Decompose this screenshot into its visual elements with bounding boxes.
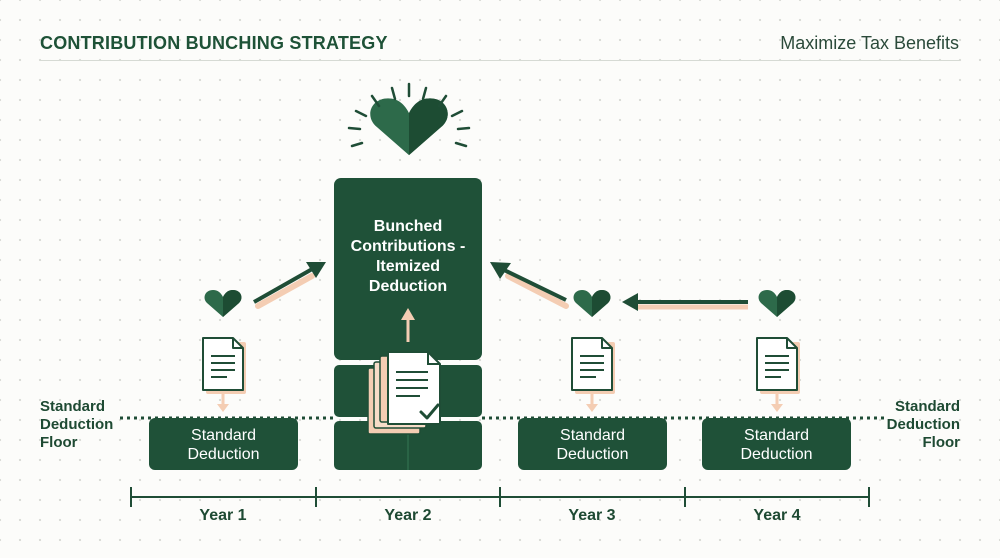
timeline — [130, 487, 870, 507]
year-label-2: Year 2 — [384, 507, 432, 524]
page-title: CONTRIBUTION BUNCHING STRATEGY — [40, 33, 388, 53]
radiant-heart-icon — [370, 98, 448, 156]
standard-deduction-label-year3: Standard Deduction — [556, 427, 629, 463]
header-divider — [40, 60, 960, 61]
standard-deduction-box-year4 — [702, 418, 851, 470]
down-arrow-year3 — [586, 394, 598, 412]
radiance-rays — [347, 82, 471, 148]
year-label-3: Year 3 — [568, 507, 616, 524]
standard-deduction-box-year3 — [518, 418, 667, 470]
standard-deduction-box-year1 — [149, 418, 298, 470]
bunched-contributions-label: Bunched Contributions - Itemized Deducti… — [350, 218, 466, 295]
floor-label-left: Standard Deduction Floor — [40, 398, 114, 451]
standard-deduction-label-year1: Standard Deduction — [187, 427, 260, 463]
bunched-contributions-box — [334, 178, 482, 360]
standard-deduction-label-year4: Standard Deduction — [740, 427, 813, 463]
year-label-1: Year 1 — [199, 507, 247, 524]
year-label-4: Year 4 — [753, 507, 801, 524]
checkmark-icon — [419, 403, 440, 420]
up-arrow-icon — [401, 308, 415, 342]
document-icon-year4 — [756, 337, 801, 395]
document-stack-icon — [367, 351, 441, 435]
heart-icon-year3 — [573, 290, 611, 317]
document-icon-year1 — [202, 337, 247, 395]
arrow-year4-to-year3 — [622, 293, 748, 311]
floor-label-right: Standard Deduction Floor — [886, 398, 960, 451]
heart-icon-year4 — [758, 290, 796, 317]
down-arrow-year4 — [771, 394, 783, 412]
document-icon-year3 — [571, 337, 616, 395]
page-subtitle: Maximize Tax Benefits — [780, 33, 959, 53]
heart-icon-year1 — [204, 290, 242, 317]
down-arrow-year1 — [217, 394, 229, 412]
arrow-year3-to-bunched — [490, 262, 569, 309]
arrow-year1-to-bunched — [253, 262, 326, 309]
